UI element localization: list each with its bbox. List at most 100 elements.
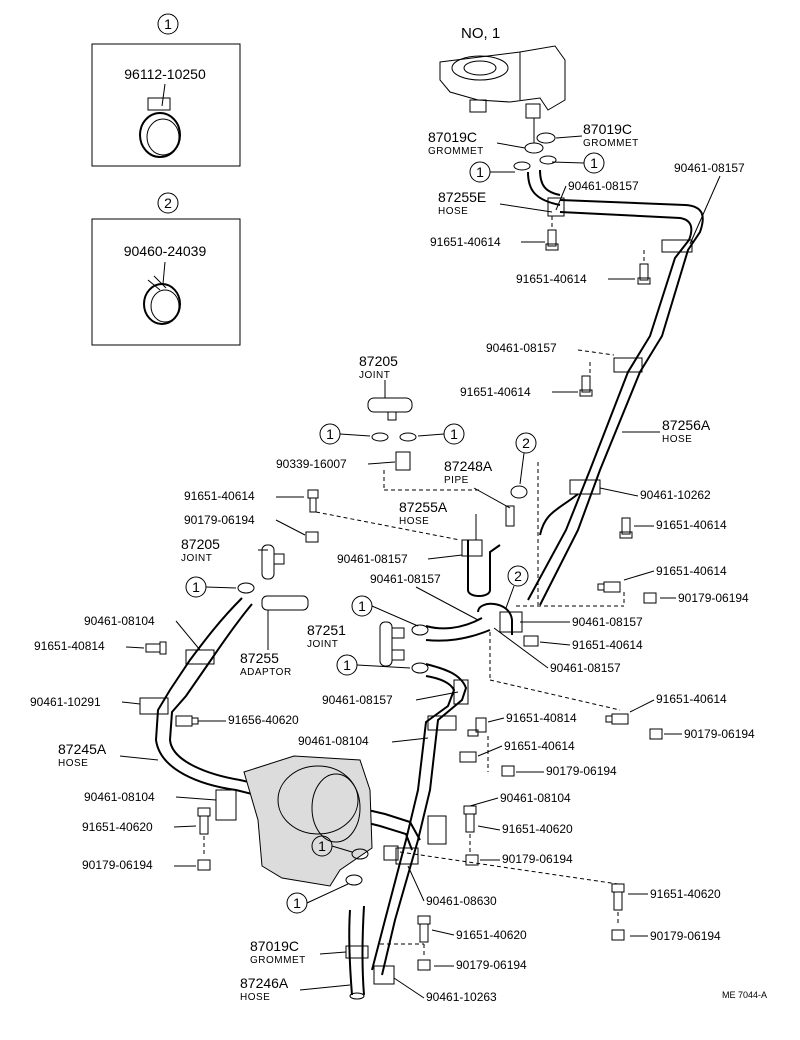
part-label: HOSE: [58, 758, 88, 769]
circle-marker-1: 1: [319, 423, 341, 445]
part-label: 2: [514, 568, 522, 584]
bracket-icon: [395, 847, 419, 865]
part-label: 90461-08630: [426, 894, 497, 908]
inset-clip-2: 2 90460-24039: [91, 192, 241, 346]
bracket-icon: [427, 815, 447, 845]
bracket-icon: [215, 789, 237, 821]
clamp-icon: [411, 624, 429, 636]
part-label: 1: [358, 598, 366, 614]
circle-marker-1: 1: [185, 576, 207, 598]
part-label: 91651-40614: [516, 272, 587, 286]
bolt-icon: [579, 375, 593, 397]
part-label: 91651-40620: [456, 928, 527, 942]
part-label: JOINT: [307, 639, 338, 650]
circle-marker-1: 1: [351, 595, 373, 617]
part-label: 1: [326, 426, 334, 442]
part-label: JOINT: [181, 553, 212, 564]
nut-icon: [611, 929, 625, 941]
part-label: 2: [522, 435, 530, 451]
hose-87256a: [527, 199, 704, 606]
circle-marker-1: 1: [336, 654, 358, 676]
bolt-icon: [637, 263, 651, 285]
clamp-icon: [237, 582, 255, 594]
part-label: JOINT: [359, 370, 390, 381]
bolt-icon: [307, 489, 319, 513]
bolt-icon: [467, 717, 487, 737]
part-label: 87255A: [399, 499, 448, 515]
part-label: 90461-10291: [30, 695, 101, 709]
spring-clamp-icon: [143, 275, 181, 325]
plug-icon: [395, 451, 411, 471]
part-label: 87019C: [583, 121, 632, 137]
nut-icon: [417, 959, 431, 971]
part-label: 87245A: [58, 741, 107, 757]
part-label: NO, 1: [461, 25, 500, 42]
circle-marker-1: 1: [469, 161, 491, 183]
part-label: 91651-40620: [82, 820, 153, 834]
nut-icon: [305, 531, 319, 543]
part-label: 87251: [307, 622, 346, 638]
part-label: 90179-06194: [502, 852, 573, 866]
bracket-icon: [427, 715, 457, 731]
nut-icon: [197, 859, 211, 871]
heater-unit-no1: NO, 1: [439, 25, 566, 119]
clamp-icon: [345, 874, 363, 886]
part-label: 87019C: [428, 129, 477, 145]
bolt-icon: [597, 581, 621, 593]
inset-clip-1: 1 96112-10250: [91, 13, 241, 167]
bracket-icon: [569, 479, 601, 495]
part-label: 87205: [181, 536, 220, 552]
part-label: HOSE: [399, 516, 429, 527]
bracket-icon: [499, 611, 523, 633]
part-label: 90461-08157: [322, 693, 393, 707]
reference-code: ME 7044-A: [722, 990, 767, 1000]
part-label: 1: [318, 838, 326, 854]
part-label: 1: [192, 579, 200, 595]
part-label: 87256A: [662, 417, 711, 433]
part-label: 91651-40814: [506, 711, 577, 725]
part-label: 90461-08104: [298, 734, 369, 748]
part-label: 90179-06194: [650, 929, 721, 943]
bolt-icon: [611, 883, 625, 911]
heater-core-body: [243, 755, 373, 887]
part-label: 90461-08157: [550, 661, 621, 675]
part-label: 87255: [240, 650, 279, 666]
part-label: ADAPTOR: [240, 667, 292, 678]
part-label: 91651-40614: [656, 518, 727, 532]
part-label: 90461-08157: [337, 552, 408, 566]
part-label: 2: [164, 195, 172, 211]
bracket-icon: [185, 649, 215, 665]
part-label: 90339-16007: [276, 457, 347, 471]
part-label: 87019C: [250, 938, 299, 954]
hose-87245a: [154, 597, 421, 851]
part-label: 1: [590, 155, 598, 171]
part-label: 91651-40614: [184, 489, 255, 503]
bolt-icon: [523, 635, 539, 647]
part-label: 1: [343, 657, 351, 673]
bolt-icon: [545, 229, 559, 251]
part-label: 90179-06194: [184, 513, 255, 527]
part-label: HOSE: [438, 206, 468, 217]
part-label: 1: [164, 16, 172, 32]
part-label: PIPE: [444, 475, 469, 486]
nut-icon: [643, 592, 657, 604]
part-label: 91651-40614: [656, 692, 727, 706]
nut-icon: [501, 765, 515, 777]
hose-87255a-icon: [461, 539, 501, 597]
part-label: 90179-06194: [546, 764, 617, 778]
bracket-icon: [139, 697, 169, 715]
part-label: 91651-40614: [430, 235, 501, 249]
clamp-icon: [411, 662, 429, 674]
bolt-icon: [145, 641, 167, 655]
part-label: 87248A: [444, 458, 493, 474]
bracket-icon: [373, 965, 395, 985]
part-label: 90461-10262: [640, 488, 711, 502]
clamp-icon: [351, 848, 369, 860]
part-label: 90179-06194: [684, 727, 755, 741]
nut-icon: [465, 854, 479, 866]
part-label: 90461-08157: [568, 179, 639, 193]
hose-87246a: [345, 905, 369, 1000]
part-label: 90461-10263: [426, 990, 497, 1004]
bracket-icon: [547, 197, 565, 217]
joint-icon: [261, 544, 285, 580]
